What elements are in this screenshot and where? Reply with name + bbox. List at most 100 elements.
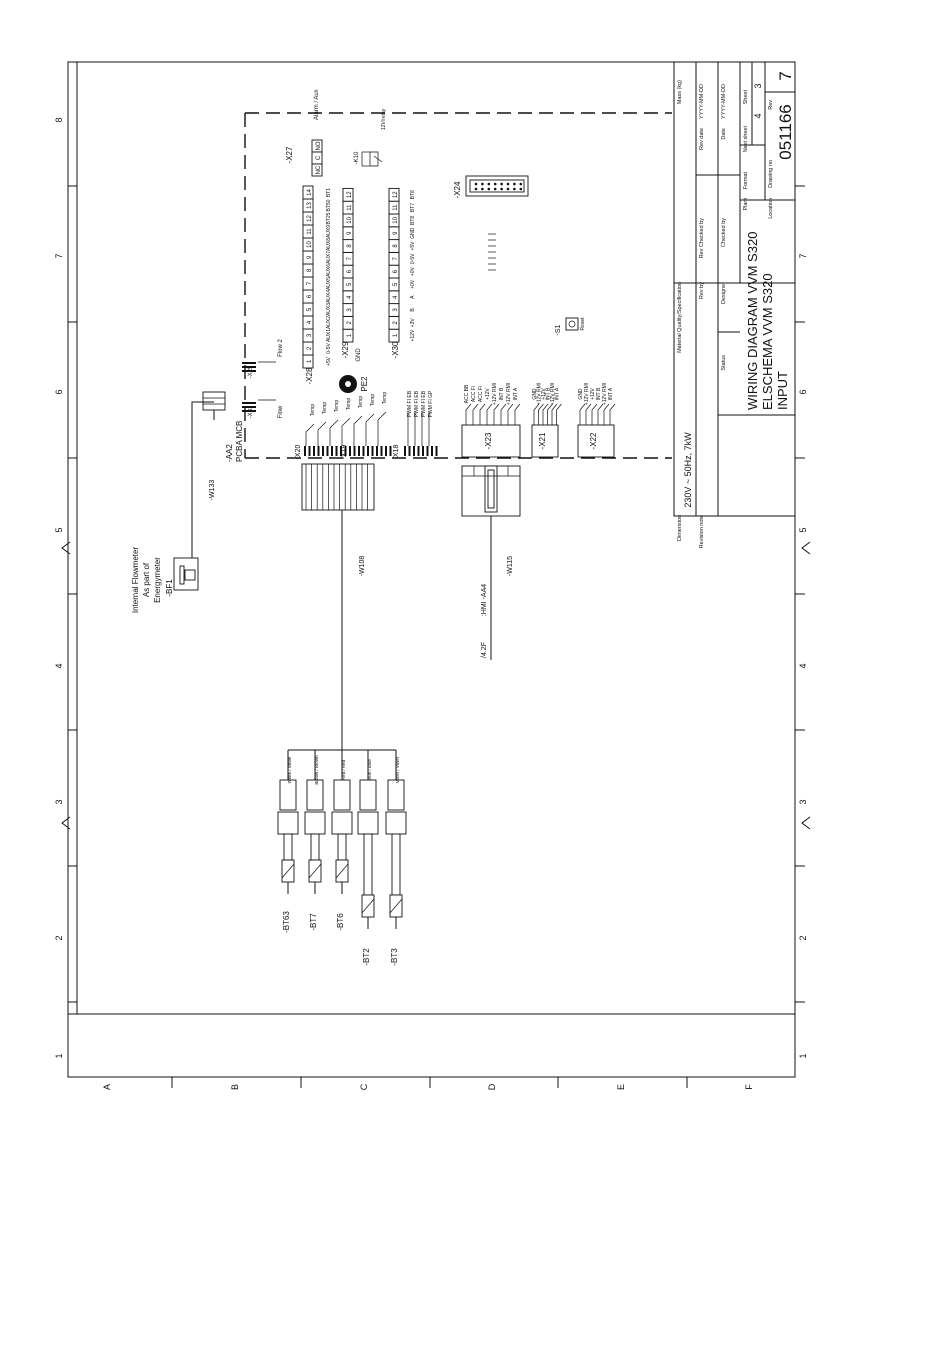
x30-terminal-number: 6: [393, 269, 399, 273]
x29-terminal-number: 1: [347, 333, 353, 337]
sensor-wire-color: White / White: [287, 756, 292, 783]
hmi-signal-label: +12V RMI: [537, 383, 543, 405]
temp-line: [341, 417, 351, 446]
x28-terminal-number: 6: [307, 294, 313, 298]
sensor-connector: [357, 811, 379, 835]
rev-checked-by-label: Rev Checked by: [699, 218, 705, 259]
x24-pin: [493, 182, 497, 186]
x18-label: -X18: [393, 445, 400, 460]
sensor-element-mark: [308, 863, 322, 879]
dimension-value: 230V ~ 50Hz, 7kW: [683, 432, 693, 508]
hmi-signal-label: INT B: [546, 387, 552, 400]
header-pin: [349, 446, 351, 456]
hmi-signal-label: ACC BB: [464, 384, 470, 403]
hmi-signal-line: [551, 403, 558, 425]
sensor-connector: [331, 811, 353, 835]
x27-pin: NO: [316, 141, 322, 150]
temp-line: [305, 423, 315, 446]
x30-signal-label: +12V: [410, 329, 416, 341]
sensor-plug: [279, 779, 297, 811]
x27-alarm-connector: -X27 NO C NC Alarm / Aux -K10 12V/relay: [285, 89, 387, 177]
title-line-3: INPUT: [775, 371, 790, 410]
header-pin: [358, 446, 360, 456]
k10-coil-text: 12V/relay: [381, 108, 387, 130]
hmi-signal-line: [579, 403, 586, 425]
hmi-target-label: :HMI -AA4: [481, 584, 488, 616]
hmi-signal-label: +12V RMI: [550, 383, 556, 405]
x28-signal-label: AUX9: [326, 225, 332, 238]
column-letter: D: [487, 1083, 497, 1090]
x29-terminal: [342, 187, 354, 202]
title-line-1: WIRING DIAGRAM VVM S320: [745, 232, 760, 410]
sensor-connector: [385, 811, 407, 835]
x24-pin: [487, 187, 491, 191]
status-label: Status: [721, 355, 727, 371]
hmi-signal-line: [556, 403, 562, 425]
x28-terminal-number: 4: [307, 320, 313, 324]
x30-terminal-number: 7: [393, 256, 399, 260]
column-letter: A: [102, 1084, 112, 1090]
sensor-name: -BT7: [309, 913, 318, 931]
x28-terminal-number: 10: [307, 241, 313, 248]
sensor-cable: [363, 833, 373, 896]
header-pin: [389, 446, 392, 456]
hmi-signal-label: ACC Fi: [471, 386, 477, 402]
x24-signal-list: [488, 233, 496, 271]
pe2-label: PE2: [360, 376, 369, 392]
header-pin: [426, 446, 429, 456]
drawing-no-label: Drawing no: [768, 160, 774, 188]
x30-signal-label: +0V: [410, 266, 416, 276]
pump-label: PWM FI EB: [414, 390, 420, 417]
sensor-plug: [359, 779, 377, 811]
sensor-connector: [277, 811, 299, 835]
flow2-label: Flow 2: [278, 339, 284, 357]
x30-signal-label: 0-5V: [410, 253, 416, 264]
row-numbers-left: 8 7 6 5 4 3 2 1: [54, 117, 64, 1058]
row-number: 3: [54, 799, 64, 804]
sensor-connector: [304, 811, 326, 835]
hmi-signal-label: INT B: [499, 387, 505, 400]
x22-label: -X22: [589, 432, 598, 449]
bf1-label: -BF1: [165, 579, 174, 597]
header-pin: [313, 446, 315, 456]
hmi-signal-line: [479, 403, 486, 425]
x30-signal-label: A: [410, 295, 416, 299]
hmi-signal-label: +12V RMI: [602, 383, 608, 405]
x28-terminal-number: 11: [307, 228, 313, 235]
header-pin: [326, 446, 329, 456]
flowmeter-branch: -W133 -BF1 Internal Flowmeter As part of…: [131, 391, 226, 613]
flow-pin-group: [242, 362, 256, 412]
sensor-name: -BT3: [390, 948, 399, 966]
x24-pin-group: [474, 182, 523, 191]
temp-label: Temp: [346, 398, 352, 410]
header-pin: [431, 446, 433, 456]
header-pin: [371, 446, 374, 456]
header-pin: [404, 446, 406, 456]
x30-terminal-number: 11: [393, 204, 399, 211]
temp-label: Temp: [370, 394, 376, 406]
temp-label: Temp: [382, 392, 388, 404]
x29-terminal-number: 6: [347, 269, 353, 273]
x31-pin: [242, 410, 256, 412]
x30-signal-label: B: [410, 308, 416, 312]
x28-signal-label: BT50: [326, 199, 332, 211]
hmi-signal-label: +12V: [541, 387, 547, 399]
x28-signal-label: 0-5V: [326, 343, 332, 354]
header-pin: [367, 446, 369, 456]
pe2-earth-point: PE2: [339, 375, 369, 393]
x28-terminal-number: 8: [307, 268, 313, 272]
temp-label: Temp: [358, 396, 364, 408]
date-label: Date: [721, 128, 727, 140]
k10-label: -K10: [354, 151, 360, 164]
x24-pin: [513, 182, 516, 186]
row-number: 1: [798, 1053, 808, 1058]
sensor-element-mark: [361, 898, 375, 914]
